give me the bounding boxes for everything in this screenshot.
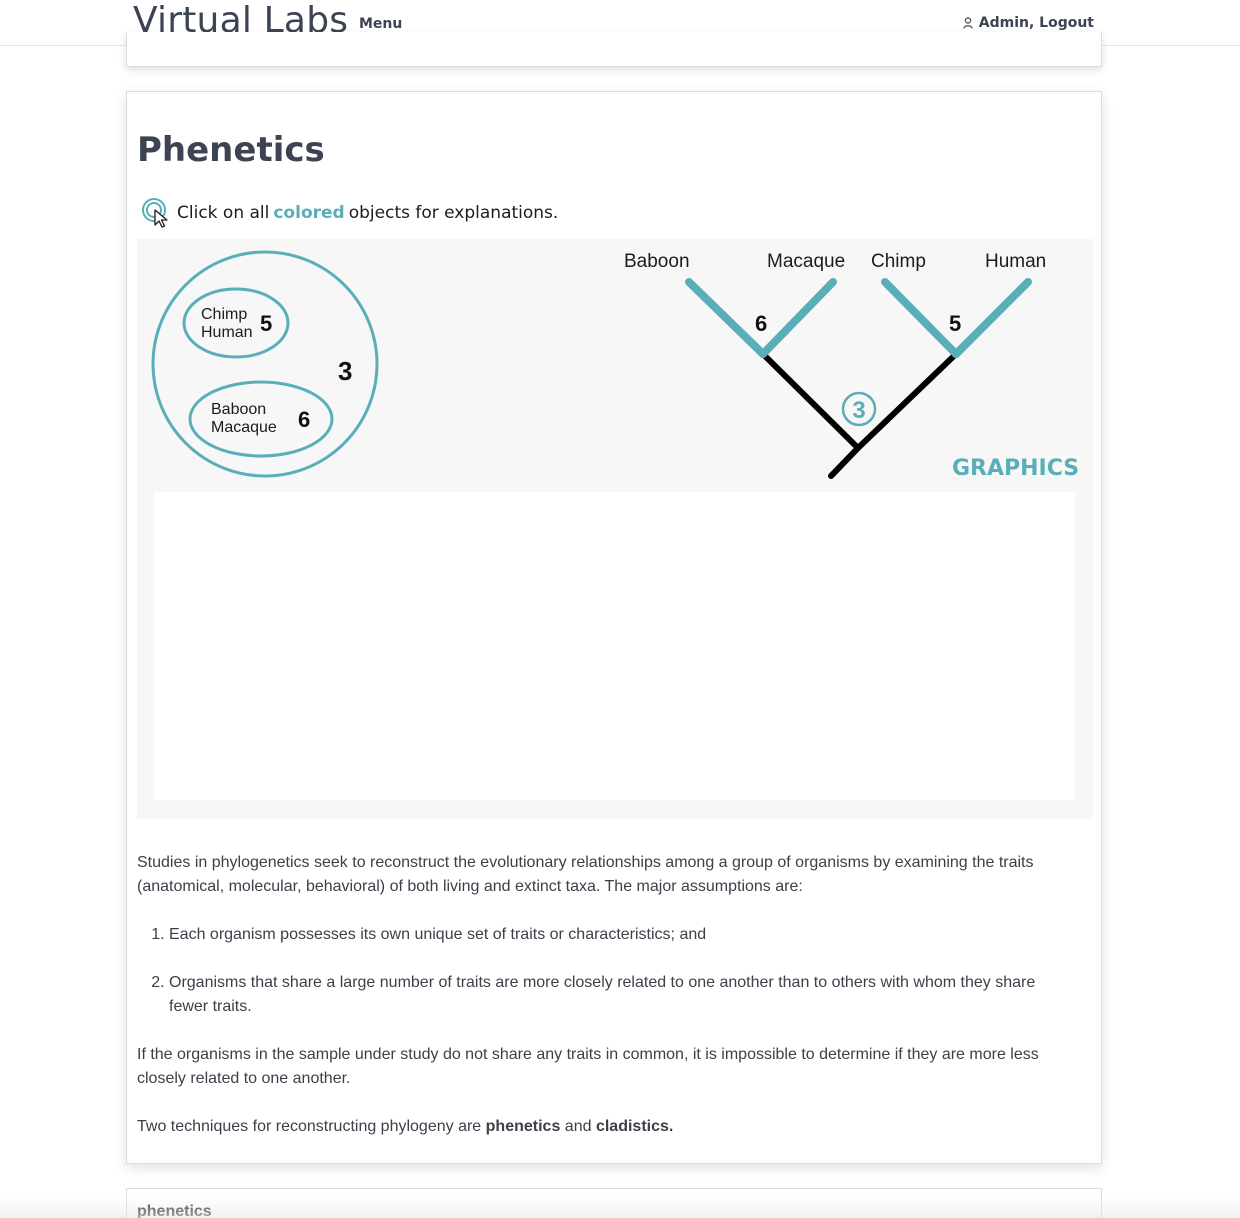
- venn-human-label: Human: [201, 324, 253, 341]
- click-cursor-icon: [142, 198, 168, 228]
- tree-baboon-branch[interactable]: [685, 278, 767, 358]
- second-paragraph: If the organisms in the sample under stu…: [137, 1046, 1039, 1087]
- assumption-item: Organisms that share a large number of t…: [169, 971, 1077, 1019]
- venn-chimp-label: Chimp: [201, 306, 247, 323]
- content-text: Studies in phylogenetics seek to reconst…: [137, 851, 1077, 1163]
- user-icon: [963, 17, 973, 29]
- menu-link[interactable]: Menu: [359, 16, 403, 32]
- admin-logout-link[interactable]: Admin, Logout: [978, 15, 1094, 31]
- tree-root-branch: [828, 445, 861, 479]
- tree-human-branch[interactable]: [952, 278, 1032, 358]
- assumption-item: Each organism possesses its own unique s…: [169, 923, 1077, 947]
- third-paragraph: Two techniques for reconstructing phylog…: [137, 1115, 1077, 1139]
- taxon-chimp: Chimp: [871, 251, 926, 272]
- third-paragraph-prefix: Two techniques for reconstructing phylog…: [137, 1118, 482, 1135]
- tree-node-right-count: 5: [949, 311, 961, 336]
- tree-left-branch: [760, 351, 861, 451]
- assumptions-list: Each organism possesses its own unique s…: [169, 923, 1077, 1019]
- previous-card: [126, 32, 1102, 67]
- hint-row: Click on all colored objects for explana…: [141, 198, 558, 228]
- phenetics-term: phenetics: [485, 1118, 561, 1135]
- taxon-macaque: Macaque: [767, 251, 845, 272]
- tree-node-left-count: 6: [755, 311, 767, 336]
- graphics-display-area: [154, 492, 1075, 800]
- user-area: Admin, Logout: [963, 15, 1094, 31]
- venn-outer-circle[interactable]: [151, 250, 379, 478]
- tree-chimp-branch[interactable]: [881, 278, 960, 358]
- venn-baboon-macaque-ellipse[interactable]: [188, 380, 334, 458]
- page-title: Phenetics: [137, 130, 325, 170]
- cladistics-term: cladistics.: [595, 1118, 674, 1135]
- tree-right-branch: [855, 351, 959, 451]
- venn-baboon-macaque-count: 6: [298, 407, 310, 432]
- venn-chimp-human-ellipse[interactable]: [182, 287, 290, 359]
- hint-suffix: objects for explanations.: [348, 203, 559, 223]
- hint-colored-word[interactable]: colored: [273, 203, 345, 223]
- graphics-link[interactable]: GRAPHICS: [952, 456, 1080, 481]
- tree-root-node-circle[interactable]: [841, 391, 877, 427]
- bottom-fade: [0, 1198, 1240, 1218]
- tree-macaque-branch[interactable]: [759, 278, 837, 358]
- main-card: Phenetics Click on all colored objects f…: [126, 91, 1102, 1164]
- phenetics-diagram: Chimp Human 5 Baboon Macaque 6 3 Baboon …: [151, 250, 1046, 479]
- intro-paragraph: Studies in phylogenetics seek to reconst…: [137, 854, 1034, 895]
- venn-outer-count: 3: [338, 356, 352, 386]
- tree-root-node-count[interactable]: 3: [852, 397, 865, 424]
- third-paragraph-and: and: [564, 1118, 592, 1135]
- taxon-baboon: Baboon: [624, 251, 690, 272]
- taxon-human: Human: [985, 251, 1046, 272]
- venn-baboon-label: Baboon: [211, 401, 266, 418]
- venn-macaque-label: Macaque: [211, 419, 277, 436]
- venn-chimp-human-count: 5: [260, 311, 272, 336]
- hint-prefix: Click on all: [177, 203, 270, 223]
- simulation-panel: Chimp Human 5 Baboon Macaque 6 3 Baboon …: [137, 239, 1093, 819]
